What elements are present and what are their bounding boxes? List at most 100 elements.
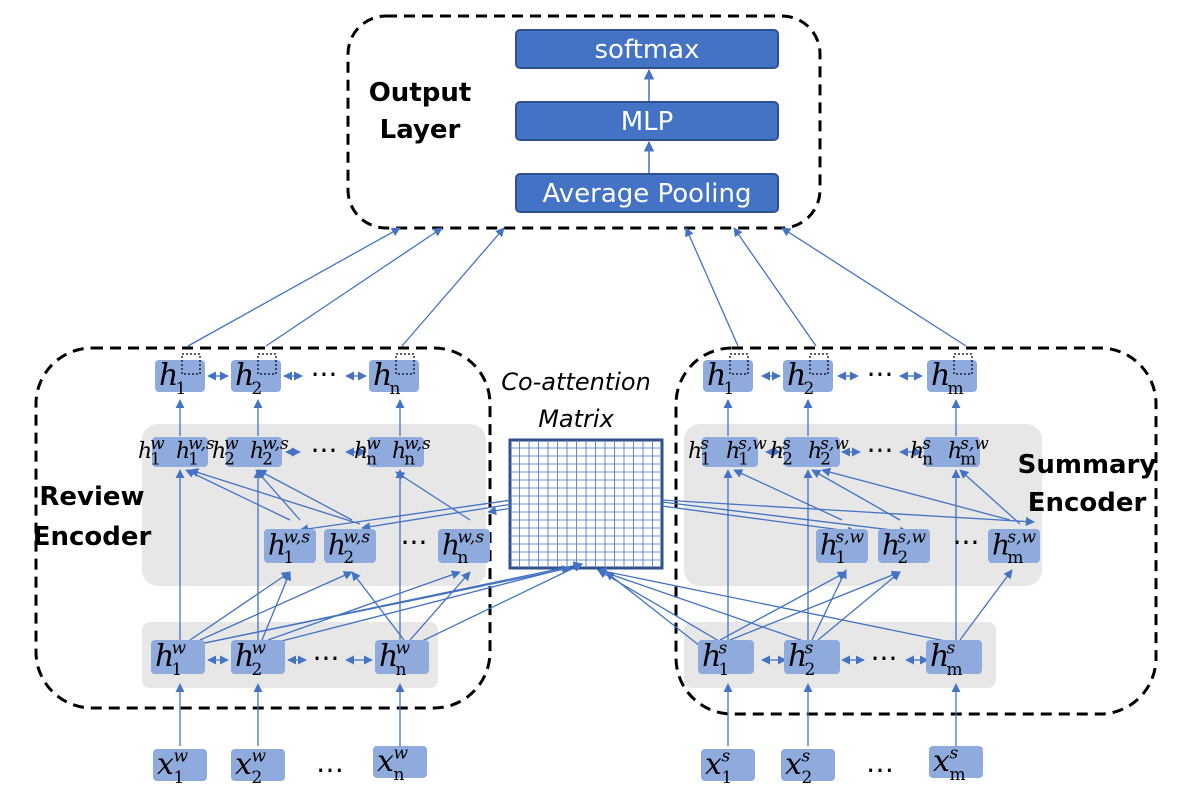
math-subscript: 1 <box>176 379 187 399</box>
math-symbol: h <box>159 358 178 393</box>
ellipsis: ··· <box>871 642 898 675</box>
math-superscript: s <box>947 638 956 658</box>
pooled-slot-marker <box>257 353 277 375</box>
connection-arrow <box>597 568 813 645</box>
node-box <box>784 640 840 674</box>
math-symbol: h <box>948 439 962 464</box>
math-superscript: s,w <box>835 528 864 548</box>
ellipsis: ··· <box>953 526 980 559</box>
node-box <box>784 437 840 467</box>
math-subscript: 2 <box>805 660 816 680</box>
connection-arrow <box>959 569 1013 641</box>
math-subscript: 1 <box>738 450 749 470</box>
review-hidden-panel <box>142 622 438 688</box>
node-box <box>231 749 285 781</box>
connection-arrow <box>261 571 292 641</box>
math-subscript: n <box>396 660 407 680</box>
connection-arrow <box>719 571 847 641</box>
math-subscript: n <box>457 548 468 568</box>
node-box <box>701 749 755 781</box>
node-box <box>816 529 868 563</box>
node-box <box>155 360 205 392</box>
math-subscript: n <box>922 450 933 470</box>
pooled-slot-marker <box>809 353 829 375</box>
math-subscript: 2 <box>782 450 793 470</box>
connection-arrow <box>415 563 583 645</box>
node-box <box>324 529 376 563</box>
math-subscript: m <box>948 379 964 399</box>
review-encoder-label-2: Encoder <box>33 522 152 552</box>
math-subscript: 1 <box>172 660 183 680</box>
output-layer-group <box>346 14 822 230</box>
math-symbol: h <box>155 639 174 674</box>
summary-encoder-label-2: Encoder <box>1028 488 1147 518</box>
math-symbol: h <box>707 358 726 393</box>
math-superscript: s <box>802 746 811 766</box>
pooled-slot-marker <box>729 353 749 375</box>
connection-arrow <box>811 469 901 521</box>
output-layer-label-2: Layer <box>380 115 461 145</box>
math-superscript: s,w <box>1007 528 1036 548</box>
review-top-node: hn <box>369 353 419 399</box>
math-subscript: 2 <box>804 379 815 399</box>
math-superscript: s <box>782 434 791 454</box>
summary-encoder-group <box>674 346 1158 716</box>
pooled-slot-marker <box>181 353 201 375</box>
math-superscript: w <box>174 746 189 766</box>
math-superscript: w <box>150 434 165 454</box>
math-symbol: h <box>808 439 822 464</box>
summary-hidden-node: hs1 <box>698 638 754 680</box>
math-symbol: h <box>235 639 254 674</box>
node-box <box>924 437 980 467</box>
summary-top-node: h2 <box>783 353 833 399</box>
math-superscript: w <box>396 638 411 658</box>
review-encoder-label-1: Review <box>39 482 144 512</box>
node-box <box>264 529 316 563</box>
math-superscript: s,w <box>897 528 926 548</box>
math-symbol: h <box>787 358 806 393</box>
summary-attention-node: hs,wm <box>988 528 1040 568</box>
ellipsis: ··· <box>867 434 894 467</box>
node-box <box>231 640 285 674</box>
math-symbol: h <box>770 439 784 464</box>
connection-arrow <box>597 567 961 645</box>
math-superscript: s,w <box>738 434 767 454</box>
node-box <box>927 360 977 392</box>
node-box <box>929 746 983 778</box>
math-superscript: w <box>252 638 267 658</box>
node-box <box>152 437 208 467</box>
math-subscript: 2 <box>343 548 354 568</box>
math-subscript: 2 <box>252 379 263 399</box>
review-hidden-node: hw2 <box>231 638 285 680</box>
math-superscript: s,w <box>820 434 849 454</box>
coattention-label-1: Co-attention <box>501 368 651 396</box>
math-subscript: 1 <box>283 548 294 568</box>
math-subscript: 1 <box>150 450 161 470</box>
math-symbol: x <box>705 747 722 782</box>
connection-arrow <box>257 469 353 521</box>
math-subscript: 2 <box>252 768 263 788</box>
connection-arrow <box>189 571 291 641</box>
connection-arrow <box>265 227 443 347</box>
math-superscript: w,s <box>404 434 431 454</box>
connection-arrow <box>487 506 513 516</box>
math-symbol: x <box>785 747 802 782</box>
connection-arrow <box>267 570 461 641</box>
summary-attention-node: hs,w1 <box>816 528 868 568</box>
connection-arrow <box>299 499 513 534</box>
connection-arrow <box>821 467 1011 521</box>
node-box <box>226 437 282 467</box>
math-subscript: 2 <box>262 450 273 470</box>
node-box <box>703 360 753 392</box>
math-symbol: x <box>235 747 252 782</box>
review-hidden-node: hw1 <box>151 638 205 680</box>
math-symbol: h <box>882 528 900 561</box>
math-symbol: x <box>377 744 394 779</box>
connection-arrow <box>269 561 583 645</box>
